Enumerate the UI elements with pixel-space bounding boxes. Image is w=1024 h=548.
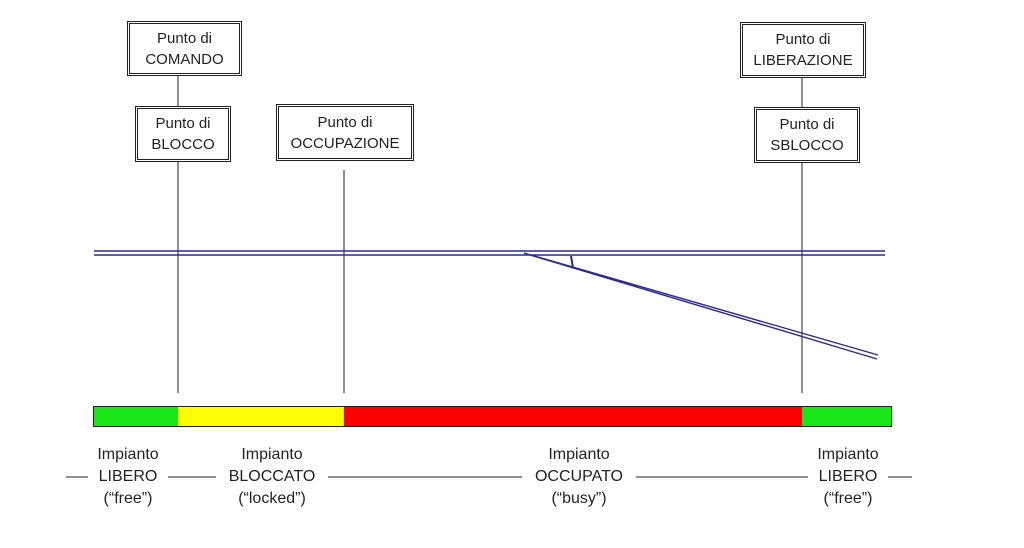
state-bar-free-1 — [93, 406, 178, 427]
state-label-free-1: Impianto LIBERO (“free”) — [88, 444, 168, 510]
state-busy-line3: (“busy”) — [551, 490, 607, 507]
state-free-2-line2: LIBERO — [818, 468, 878, 485]
state-busy-line2: OCCUPATO — [534, 468, 623, 485]
diverging-track-rail-top — [523, 252, 879, 356]
state-busy-line1: Impianto — [548, 446, 610, 463]
state-label-busy: Impianto OCCUPATO (“busy”) — [522, 444, 636, 510]
release-point-line2: LIBERAZIONE — [753, 52, 853, 69]
state-label-locked: Impianto BLOCCATO (“locked”) — [216, 444, 328, 510]
occupation-point-box: Punto di OCCUPAZIONE — [276, 104, 414, 161]
block-point-line2: BLOCCO — [151, 136, 215, 153]
block-point-box: Punto di BLOCCO — [135, 106, 231, 162]
unblock-point-box: Punto di SBLOCCO — [754, 107, 860, 163]
occupation-point-line2: OCCUPAZIONE — [290, 134, 400, 152]
state-free-2-line1: Impianto — [817, 446, 879, 463]
occupation-point-line1: Punto di — [317, 113, 373, 131]
release-point-line1: Punto di — [775, 31, 831, 48]
diverging-track-rail-bottom — [529, 254, 878, 360]
unblock-point-line2: SBLOCCO — [770, 137, 844, 154]
command-point-line2: COMANDO — [145, 50, 224, 68]
state-bar-locked — [178, 406, 344, 427]
state-label-free-2: Impianto LIBERO (“free”) — [808, 444, 888, 510]
command-point-box: Punto di COMANDO — [127, 21, 242, 76]
command-point-line1: Punto di — [156, 29, 213, 47]
switch-tie — [570, 255, 574, 269]
unblock-point-line1: Punto di — [779, 116, 835, 133]
state-free-1-line2: LIBERO — [98, 468, 158, 485]
release-point-box: Punto di LIBERAZIONE — [740, 22, 866, 78]
state-locked-line2: BLOCCATO — [228, 468, 316, 485]
state-locked-line3: (“locked”) — [238, 490, 306, 507]
state-bar-free-2 — [802, 406, 892, 427]
state-free-1-line3: (“free”) — [103, 490, 153, 507]
state-locked-line1: Impianto — [241, 446, 303, 463]
state-free-1-line1: Impianto — [97, 446, 159, 463]
block-point-line1: Punto di — [155, 115, 211, 132]
state-free-2-line3: (“free”) — [823, 490, 873, 507]
state-bar-busy — [344, 406, 802, 427]
